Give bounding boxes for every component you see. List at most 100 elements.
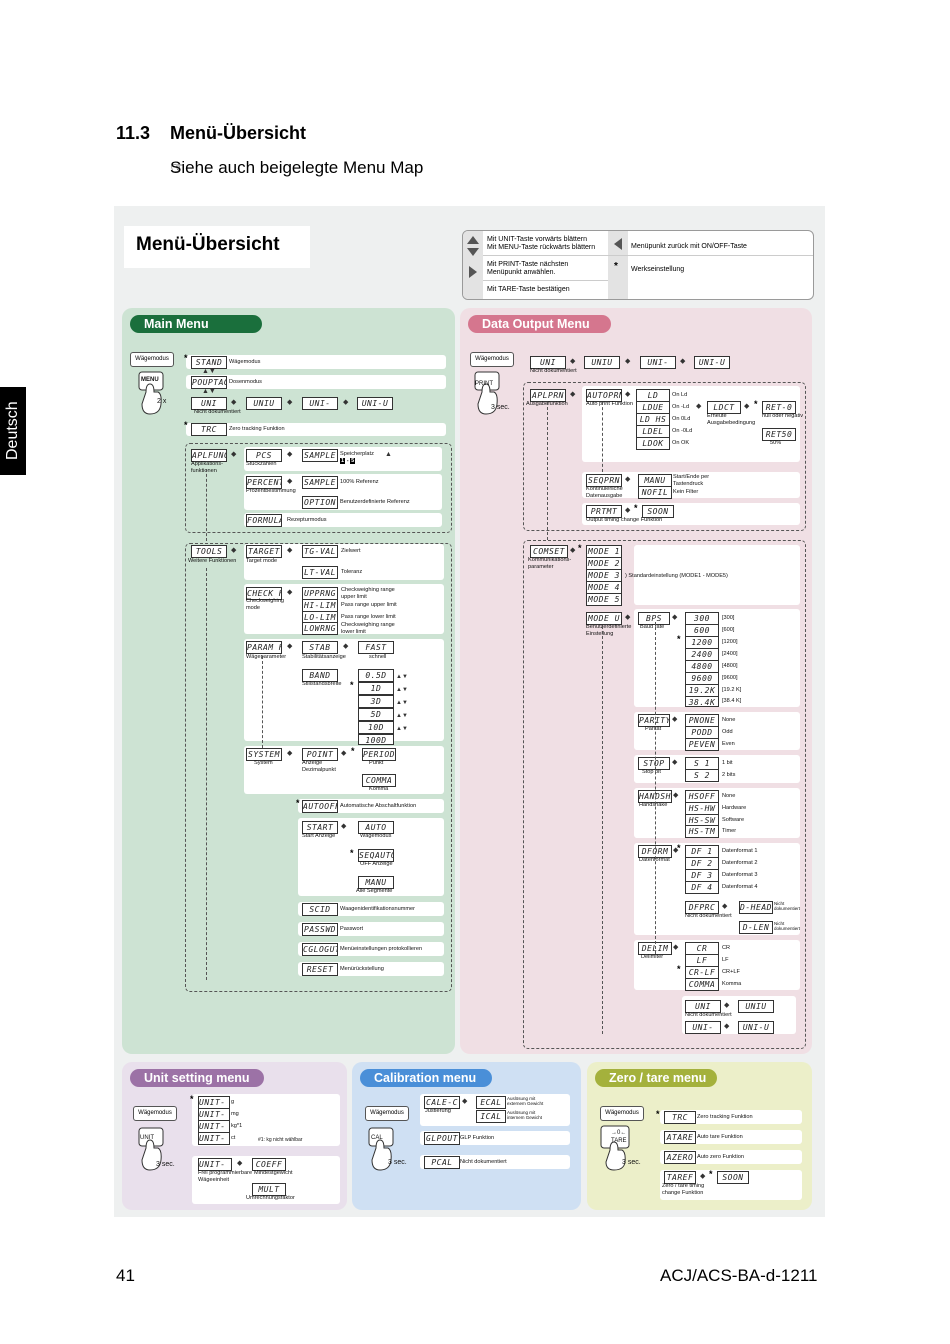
lcd-cale-c: CALE-C <box>424 1096 460 1109</box>
trc-label: Zero tracking Funktion <box>697 1114 753 1120</box>
s1-label: 1 bit <box>722 760 733 766</box>
lr-arrow-icon: ◆ <box>287 399 293 406</box>
lcd-percent: PERCENT <box>246 476 282 489</box>
manu-label: Alle Segmente <box>356 888 393 894</box>
point-label: Anzeige Dezimalpunkt <box>302 760 336 773</box>
lcd-uni-2: UNI <box>685 1000 721 1013</box>
lcd-aplfunc: APLFUNC <box>191 449 227 462</box>
lr-arrow-icon: ◆ <box>625 476 631 483</box>
tare-key-hand-icon <box>600 1125 630 1171</box>
legend-divider <box>483 280 608 281</box>
lcd-start: START <box>302 821 338 834</box>
seqauto-label: OFF Anzeige <box>360 861 393 867</box>
default-star: * <box>656 1109 660 1119</box>
percent-label: Prozentbestimmung <box>246 488 296 494</box>
azero-label: Auto zero Funktion <box>697 1154 744 1160</box>
print-key-label: PRINT <box>475 381 493 387</box>
d-len-label: Nicht dokumentiert <box>774 921 801 931</box>
hs-hw-label: Hardware <box>722 805 747 811</box>
lcd-check: CHECK H <box>246 587 282 600</box>
cal-key-hand-icon <box>368 1127 394 1171</box>
lcd-seqprn: SEQPRN <box>586 474 622 487</box>
lcd-autoprn: AUTOPRN <box>586 389 622 402</box>
lcd-uni-u: UNI-U <box>694 356 730 369</box>
lcd-stand: STAND <box>191 356 227 369</box>
lr-arrow-icon: ◆ <box>673 847 679 854</box>
hsoff-label: None <box>722 793 736 799</box>
cr-label: CR <box>722 945 731 951</box>
lcd-uniu: UNIU <box>584 356 620 369</box>
lcd-dfprc: DFPRC <box>685 901 719 914</box>
lr-arrow-icon: ◆ <box>462 1098 468 1105</box>
lcd-hi-lim: HI-LIM <box>302 599 338 612</box>
page-number: 41 <box>116 1266 135 1285</box>
lcd-ldok: LDOK <box>636 437 670 450</box>
lcd-uni-dash: UNI- <box>302 397 338 410</box>
default-star: * <box>677 964 681 974</box>
lcd-band-6: 100D <box>358 734 394 745</box>
see-also-note: ☞Siehe auch beigelegte Menu Map <box>170 158 423 178</box>
legend-star-mark: * <box>614 261 618 272</box>
lcd-uniu-2: UNIU <box>738 1000 774 1013</box>
lcd-taref: TAREF <box>664 1171 696 1184</box>
lcd-band: BAND <box>302 669 338 682</box>
lcd-soon: SOON <box>642 505 674 518</box>
lr-arrow-icon: ◆ <box>231 547 237 554</box>
lcd-s2: S 2 <box>685 769 719 782</box>
lr-arrow-icon: ◆ <box>724 1023 730 1030</box>
bps-label: Baud rate <box>640 624 665 630</box>
lcd-parity: PARITY <box>638 714 670 727</box>
option-label: Benutzerdefinierte Referenz <box>340 499 410 505</box>
lcd-upprng: UPPRNG <box>302 587 338 600</box>
lcd-mode-2: MODE 2 <box>586 557 622 570</box>
language-tab: Deutsch <box>0 387 26 475</box>
baud-300-label: [300] <box>722 615 735 621</box>
row-box <box>582 503 800 525</box>
lcd-azero: AZERO <box>664 1151 696 1164</box>
lr-arrow-icon: ◆ <box>673 944 679 951</box>
lcd-d-head: D-HEAD <box>739 901 773 914</box>
dashed-connector <box>602 626 603 1034</box>
tools-dashed-group <box>185 543 452 992</box>
lcd-scid: SCID <box>302 903 338 916</box>
ldhs-label: On 0Ld <box>672 416 691 422</box>
autoprn-label: Auto print Funktion <box>586 401 633 407</box>
lcd-ret50: RET50 <box>762 428 796 441</box>
lr-arrow-icon: ◆ <box>287 643 293 650</box>
tg-val-label: Zielwert <box>341 548 361 554</box>
delim-label: Delimiter <box>641 954 664 960</box>
lcd-trc: TRC <box>191 423 227 436</box>
lr-arrow-icon: ◆ <box>231 399 237 406</box>
lcd-mult: MULT <box>252 1183 286 1196</box>
mult-label: Umrechnungsfaktor <box>246 1195 295 1201</box>
lcd-pound: POUPTAG <box>191 376 227 389</box>
parity-label: Parität <box>645 726 662 732</box>
up-down-arrow-icon: ▲▼▲▼▲▼▲▼▲▼ <box>396 674 408 732</box>
weighing-mode-box: Wägemodus <box>133 1106 177 1121</box>
pcs-label: Stückzählen <box>246 461 277 467</box>
peven-label: Even <box>722 741 735 747</box>
ical-label: Auslösung mit internem Gewicht <box>507 1110 543 1120</box>
lcd-band-4: 5D <box>358 708 394 721</box>
band-label: Stillstandsbreite <box>302 681 342 687</box>
dashed-connector <box>655 622 656 954</box>
lr-arrow-icon: ◆ <box>341 750 347 757</box>
period-label: Punkt <box>369 760 384 766</box>
hs-sw-label: Software <box>722 817 745 823</box>
print-key-hand-icon <box>474 371 500 415</box>
ret-0-label: null oder negativ <box>762 413 804 419</box>
df-2-label: Datenformat 2 <box>722 860 758 866</box>
lcd-peven: PEVEN <box>685 738 719 751</box>
lcd-lt-val: LT-VAL <box>302 566 338 579</box>
lcd-option: OPTION <box>302 496 338 509</box>
lcd-bps: BPS <box>638 612 670 625</box>
lt-val-label: Toleranz <box>341 569 363 575</box>
default-star: * <box>184 353 188 363</box>
uni-label: Nicht dokumentiert <box>194 409 241 415</box>
cr-lf-label: CR+LF <box>722 969 740 975</box>
autooff-label: Automatische Abschaltfunktion <box>340 803 417 809</box>
manu-label: Start/Ende per Tastendruck <box>673 474 710 487</box>
sample-label: Speicherplatz <box>340 451 374 457</box>
lcd-comma-delim: COMMA <box>685 978 719 991</box>
lcd-autooff: AUTOOFF <box>302 800 338 813</box>
